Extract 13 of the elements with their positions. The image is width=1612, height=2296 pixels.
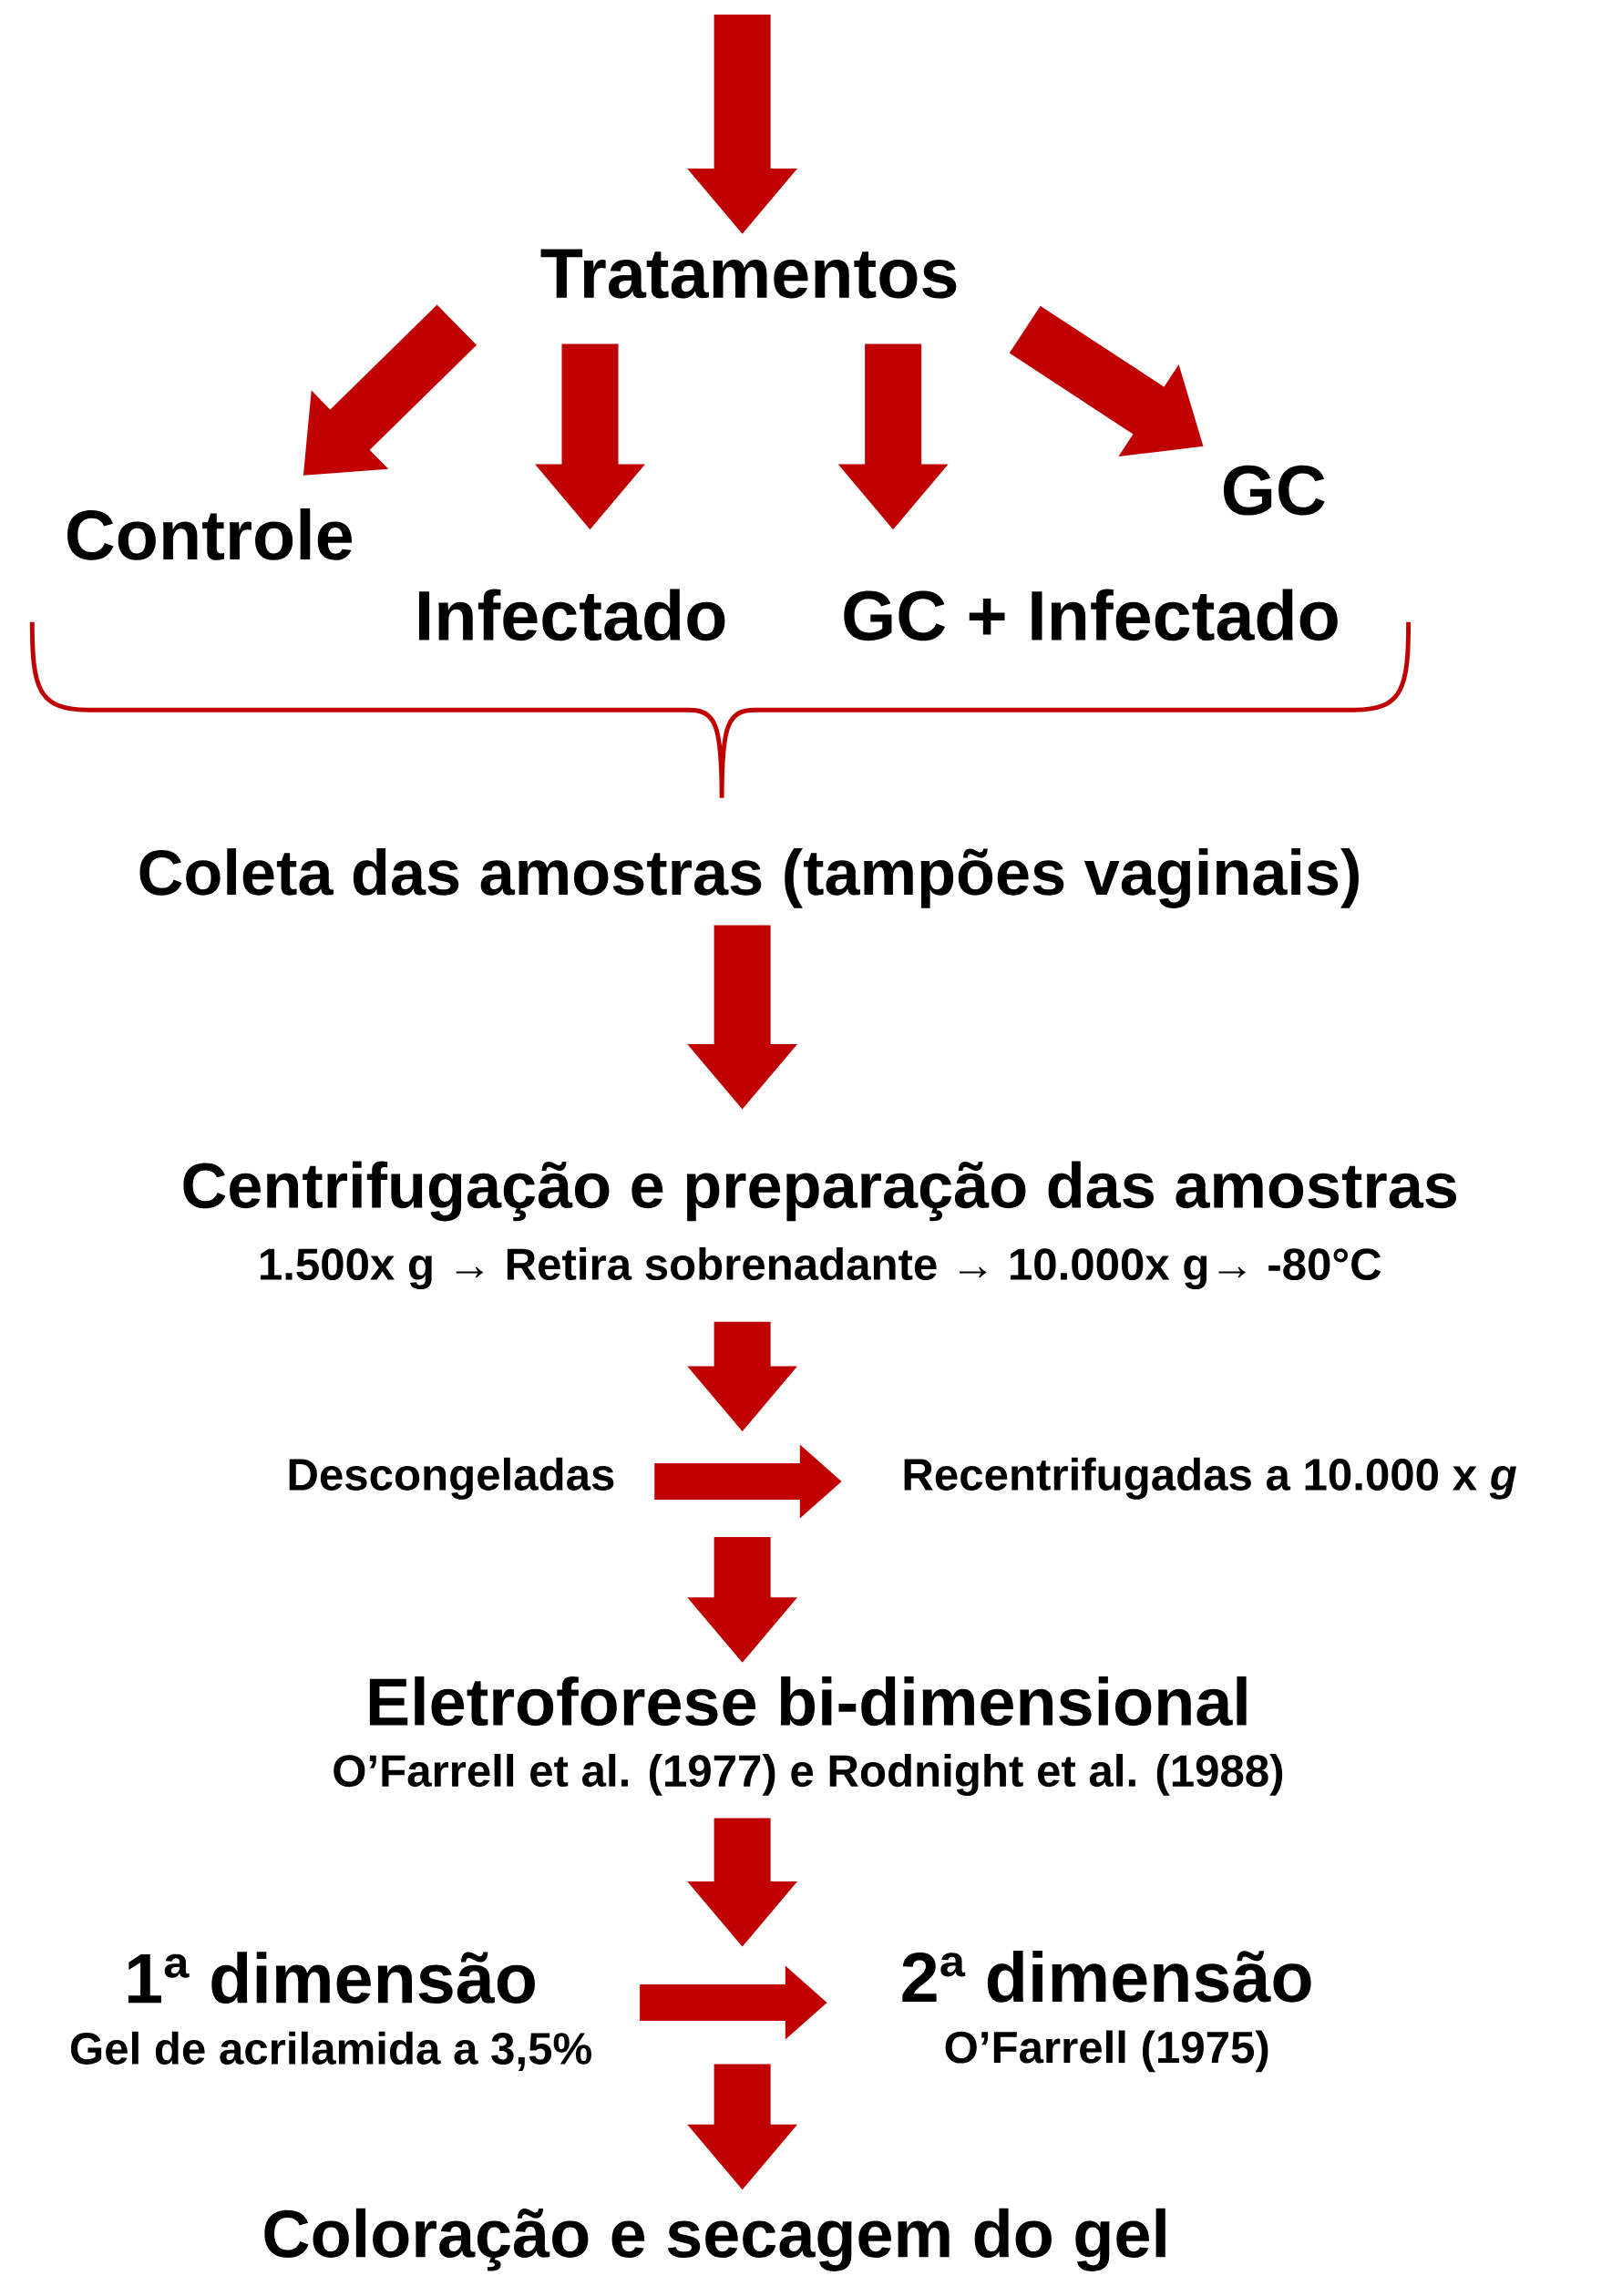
step-label: Eletroforese bi-dimensional O’Farrell et al. (1977) e Rodnight et al. (1988): [334, 1676, 1283, 1797]
step-label: Descongeladas: [289, 1457, 614, 1500]
step-label: 2ª dimensão O’Farrell (1975): [902, 1950, 1311, 2073]
step-label: Controle: [67, 508, 353, 560]
step-label: GC + Infectado: [844, 589, 1338, 641]
step-label: Centrifugação e preparação das amostras 1.500x g → Retira sobrenadante → 10.000x g→ -80°C: [183, 1161, 1456, 1289]
step-label: Coleta das amostras (tampões vaginais): [139, 848, 1359, 908]
step-label: Tratamentos: [540, 249, 957, 299]
step-label: Infectado: [418, 589, 725, 641]
step-label: 1ª dimensão Gel de acrilamida a 3,5%: [70, 1952, 591, 2072]
step-label: Recentrifugadas a 10.000 x g: [904, 1457, 1516, 1500]
step-label: Coloração e secagem do gel: [264, 2208, 1165, 2271]
step-label: GC: [1224, 465, 1325, 516]
